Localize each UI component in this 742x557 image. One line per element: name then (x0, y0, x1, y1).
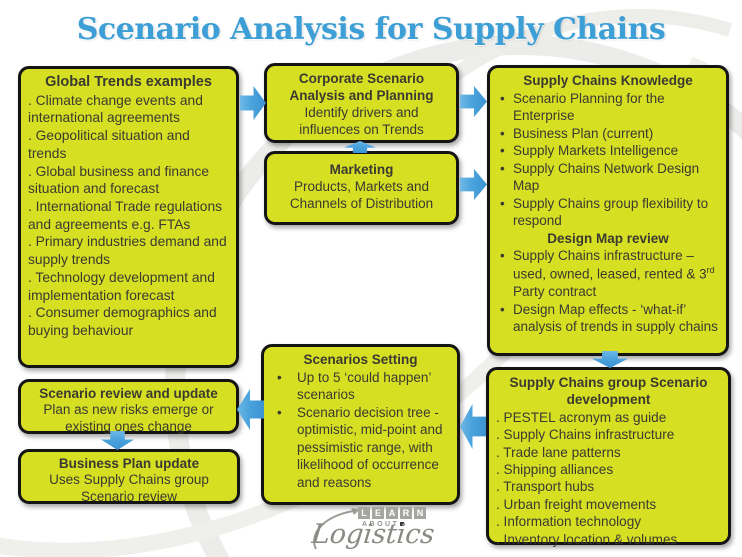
box-subheading: Design Map review (547, 230, 669, 246)
logo-dot (400, 522, 405, 526)
box-business-plan-update: Business Plan update Uses Supply Chains … (18, 449, 240, 504)
list-item: . Global business and finance situation … (28, 163, 210, 197)
box-heading: Supply Chains group Scenario development (509, 375, 708, 408)
list-item: . Technology development and implementat… (28, 269, 215, 303)
arrow-scenarios-setting-to-review (237, 389, 264, 430)
box-heading: Global Trends examples (45, 74, 212, 90)
box-body: Uses Supply Chains group Scenario review (49, 472, 209, 504)
page-title: Scenario Analysis for Supply Chains (76, 12, 666, 47)
arrow-global-to-corporate (240, 86, 266, 120)
box-heading: Supply Chains Knowledge (523, 73, 693, 88)
box-heading: Marketing (329, 162, 394, 177)
logo-logistics-script: Logistics (310, 519, 437, 550)
list-item: . International Trade regulations and ag… (28, 198, 223, 232)
box-body: Products, Markets and Channels of Distri… (289, 178, 434, 211)
box-body: Identify drivers and influences on Trend… (299, 104, 424, 137)
list-item: Supply Chains infrastructure – used, own… (500, 247, 719, 300)
logo-letter-box: R (400, 507, 412, 519)
ordinal-superscript: rd (706, 265, 715, 276)
list-item: . Geopolitical situation and trends (28, 128, 190, 161)
list-item: . Urban freight movements (496, 496, 657, 512)
list-item: . Trade lane patterns (496, 444, 621, 460)
box-heading: Business Plan update (58, 456, 200, 471)
list-item: . Supply Chains infrastructure (496, 427, 675, 443)
logo-about-text: ABOUT (362, 521, 405, 528)
box-heading: Corporate Scenario Analysis and Planning (289, 71, 434, 103)
logo-learn-text: L E A R N (358, 507, 426, 519)
logo-letter-box: A (386, 507, 398, 519)
logo-letter-box: E (372, 507, 384, 519)
logo-letter-box: N (414, 507, 426, 519)
list-item: . Inventory location & volumes (496, 531, 678, 547)
box-global-trends: Global Trends examples . Climate change … (18, 66, 239, 368)
learn-about-logistics-logo: L E A R N ABOUT Logistics (298, 503, 478, 555)
box-heading: Scenario review and update (39, 386, 218, 401)
list-item: Scenario decision tree - optimistic, mid… (277, 404, 450, 492)
list-item: Design Map effects - ‘what-if’ analysis … (500, 301, 719, 336)
box-scenarios-setting: Scenarios Setting Up to 5 ‘could happen’… (261, 344, 460, 505)
box-body: Plan as new risks emerge or existing one… (43, 402, 214, 434)
list-item: . Primary industries demand and supply t… (28, 234, 227, 268)
list-item: Supply Markets Intelligence (500, 142, 719, 160)
logo-swoosh-arrow-icon (313, 508, 360, 550)
list-item: . Consumer demographics and buying behav… (28, 305, 217, 338)
logo-letter-box: L (358, 507, 370, 519)
list-item-text: Supply Chains infrastructure – used, own… (513, 248, 707, 282)
list-item: . Climate change events and internationa… (28, 92, 203, 126)
list-item: Up to 5 ‘could happen’ scenarios (277, 369, 450, 404)
list-item: Business Plan (current) (500, 125, 719, 143)
list-item: . PESTEL acronym as guide (496, 409, 667, 425)
list-item: Supply Chains Network Design Map (500, 160, 719, 195)
box-corporate-scenario: Corporate Scenario Analysis and Planning… (264, 63, 459, 143)
list-item: . Transport hubs (496, 479, 595, 495)
list-item: . Information technology (496, 514, 642, 530)
arrow-group-development-to-scenarios-setting (460, 404, 486, 449)
box-marketing: Marketing Products, Markets and Channels… (264, 151, 459, 225)
logo-about-label: ABOUT (362, 521, 400, 528)
list-item: . Shipping alliances (496, 461, 614, 477)
list-item: Supply Chains group flexibility to respo… (500, 195, 719, 230)
arrow-corporate-to-knowledge (460, 86, 487, 117)
list-item-text: Party contract (513, 284, 597, 300)
arrow-marketing-to-knowledge (460, 169, 487, 200)
box-supply-chains-knowledge: Supply Chains Knowledge Scenario Plannin… (487, 65, 729, 356)
box-heading: Scenarios Setting (303, 352, 418, 367)
box-group-scenario-development: Supply Chains group Scenario development… (486, 367, 731, 547)
box-scenario-review: Scenario review and update Plan as new r… (18, 379, 239, 434)
list-item: Scenario Planning for the Enterprise (500, 90, 719, 125)
